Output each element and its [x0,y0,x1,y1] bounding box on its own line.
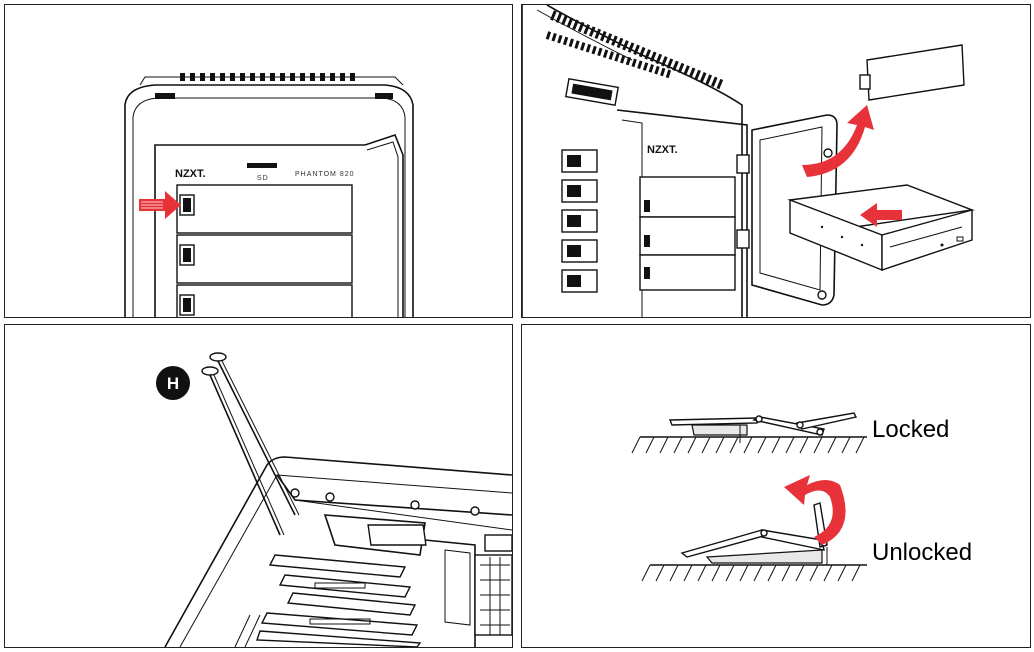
panel-lock-states: Locked Unlocked [521,324,1031,648]
thumbscrew-illustration: H [156,352,512,647]
insert-drive-arrow [860,203,902,227]
push-latch-arrow [139,191,181,219]
panel-insert-optical-drive: NZXT. [521,4,1031,318]
case-brand-logo: NZXT. [647,144,678,156]
sd-slot [247,163,277,168]
bezel-cover [859,44,965,101]
thumbscrews [201,352,300,536]
unlocked-mechanism [641,502,867,582]
step-h-badge: H [156,366,190,400]
optical-drive-illustration: NZXT. [522,5,975,317]
panel-remove-thumbscrews: H [4,324,513,648]
expansion-slots [256,554,422,647]
sd-slot-label: SD [257,175,269,182]
front-case-illustration: NZXT. SD PHANTOM 820 [124,73,414,317]
optical-drive [787,184,975,272]
svg-text:H: H [167,374,179,393]
drive-bays [176,184,353,317]
case-brand-logo: NZXT. [175,168,206,180]
lock-state-illustration: Locked Unlocked [631,412,972,582]
bay-latches [561,149,598,293]
remove-cover-arrow [802,105,874,177]
case-vents [545,10,724,90]
top-vents [180,73,355,81]
panel-front-bay-latch: NZXT. SD PHANTOM 820 [4,4,513,318]
locked-label: Locked [872,416,949,443]
case-model-label: PHANTOM 820 [295,171,355,178]
locked-mechanism [631,412,867,454]
unlock-rotate-arrow [784,475,846,545]
unlocked-label: Unlocked [872,539,972,566]
